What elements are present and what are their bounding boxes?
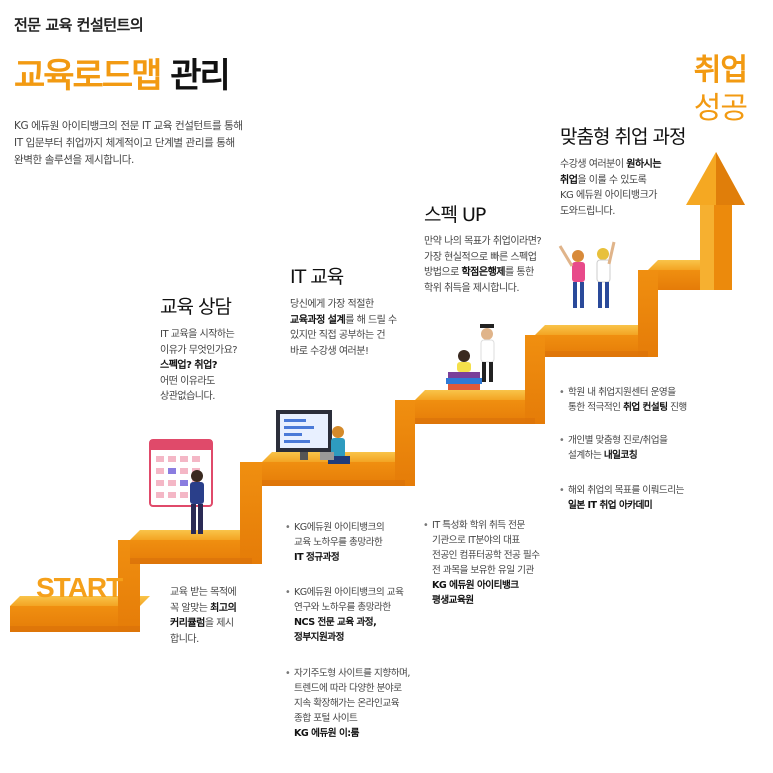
- page-title: 교육로드맵 관리: [14, 48, 231, 97]
- bullet-spec-lifelong: • IT 특성화 학위 취득 전문 기관으로 IT분야의 대표 전공인 컴퓨터공…: [423, 520, 540, 606]
- desc-line: 교육 받는 목적에: [170, 587, 237, 598]
- desc-line: 있지만 직접 공부하는 건: [290, 330, 386, 341]
- books-reading-figure-icon: [446, 350, 482, 390]
- bullet-dot-icon: •: [559, 485, 565, 496]
- desc-line: 취업을 이룰 수 있도록: [560, 174, 647, 186]
- desc-line: 바로 수강생 여러분!: [290, 345, 369, 357]
- start-label: START: [36, 572, 123, 603]
- step-title-spec: 스펙 UP: [424, 204, 486, 226]
- goal-label: 취업 성공: [693, 52, 748, 128]
- desc-line: 이유가 무엇인가요?: [160, 344, 238, 356]
- desc-line: 스펙업? 취업?: [160, 360, 218, 371]
- desc-line: 당신에게 가장 적절한: [290, 299, 374, 310]
- bullet-dot-icon: •: [285, 668, 291, 679]
- bullet-dot-icon: •: [285, 587, 291, 598]
- stair-shadows: [10, 351, 648, 632]
- intro-line: KG 에듀원 아이티뱅크의 전문 IT 교육 컨설턴트를 통해: [14, 120, 243, 132]
- desc-line: 방법으로 학점은행제를 통한: [424, 267, 534, 278]
- desc-line: 합니다.: [170, 633, 199, 645]
- desc-line: 가장 현실적으로 빠른 스펙업: [424, 251, 537, 263]
- goal-line-1: 취업: [693, 53, 748, 88]
- arrow-up-icon: [686, 152, 745, 290]
- intro-text: KG 에듀원 아이티뱅크의 전문 IT 교육 컨설턴트를 통해 IT 입문부터 …: [14, 118, 244, 169]
- page-subtitle: 전문 교육 컨설턴트의: [14, 16, 144, 34]
- bullet-it-ncs: • KG에듀원 아이티뱅크의 교육 연구와 노하우를 총망라한 NCS 전문 교…: [285, 587, 404, 643]
- desc-line: 만약 나의 목표가 취업이라면?: [424, 236, 542, 247]
- intro-line: 완벽한 솔루션을 제시합니다.: [14, 154, 134, 166]
- desc-line: 어떤 이유라도: [160, 375, 215, 387]
- step-desc-spec: 만약 나의 목표가 취업이라면? 가장 현실적으로 빠른 스펙업 방법으로 학점…: [424, 234, 542, 296]
- desc-line: IT 교육을 시작하는: [160, 329, 235, 340]
- bullet-job-consulting: • 학원 내 취업지원센터 운영을 통한 적극적인 취업 컨설팅 진행: [559, 387, 687, 413]
- step-desc-job: 수강생 여러분이 원하시는 취업을 이룰 수 있도록 KG 에듀원 아이티뱅크가…: [560, 157, 662, 219]
- desc-line: 상관없습니다.: [160, 391, 215, 402]
- goal-line-2: 성공: [693, 91, 748, 126]
- bullet-dot-icon: •: [559, 435, 565, 446]
- desc-line: 수강생 여러분이 원하시는: [560, 159, 662, 170]
- title-highlight: 교육로드맵: [14, 56, 162, 96]
- desc-line: 커리큘럼을 제시: [170, 618, 234, 629]
- bullet-job-coaching: • 개인별 맞춤형 진로/취업을 설계하는 내일코칭: [559, 435, 668, 461]
- bullet-it-regular: • KG에듀원 아이티뱅크의 교육 노하우를 총망라한 IT 정규과정: [285, 522, 385, 563]
- step-title-consult: 교육 상담: [160, 296, 232, 318]
- bullet-it-eroom: • 자기주도형 사이트를 지향하며, 트렌드에 따라 다양한 분야로 지속 확장…: [285, 668, 410, 739]
- bullet-dot-icon: •: [285, 522, 291, 533]
- desc-line: 꼭 알맞는 최고의: [170, 602, 237, 614]
- start-description: 교육 받는 목적에 꼭 알맞는 최고의 커리큘럼을 제시 합니다.: [170, 585, 237, 647]
- title-rest: 관리: [170, 56, 231, 96]
- desc-line: KG 에듀원 아이티뱅크가: [560, 190, 657, 201]
- desc-line: 학위 취득을 제시합니다.: [424, 282, 520, 294]
- student-laptop-figure-icon: [320, 426, 350, 464]
- graduate-figure-icon: [480, 324, 495, 382]
- step-desc-consult: IT 교육을 시작하는 이유가 무엇인가요? 스펙업? 취업? 어떤 이유라도 …: [160, 327, 238, 405]
- desc-line: 교육과정 설계를 해 드릴 수: [290, 314, 397, 326]
- bullet-dot-icon: •: [423, 520, 429, 531]
- step-title-it: IT 교육: [290, 266, 344, 288]
- step-title-job: 맞춤형 취업 과정: [560, 126, 686, 148]
- celebrating-people-icon: [558, 241, 616, 308]
- computer-monitor-icon: [276, 410, 332, 460]
- desc-line: 도와드립니다.: [560, 205, 615, 217]
- bullet-dot-icon: •: [559, 387, 565, 398]
- bullet-job-japan: • 해외 취업의 목표를 이뤄드리는 일본 IT 취업 아카데미: [559, 485, 684, 511]
- consultant-figure-icon: [190, 470, 204, 534]
- step-desc-it: 당신에게 가장 적절한 교육과정 설계를 해 드릴 수 있지만 직접 공부하는 …: [290, 297, 397, 359]
- intro-line: IT 입문부터 취업까지 체계적이고 단계별 관리를 통해: [14, 137, 235, 149]
